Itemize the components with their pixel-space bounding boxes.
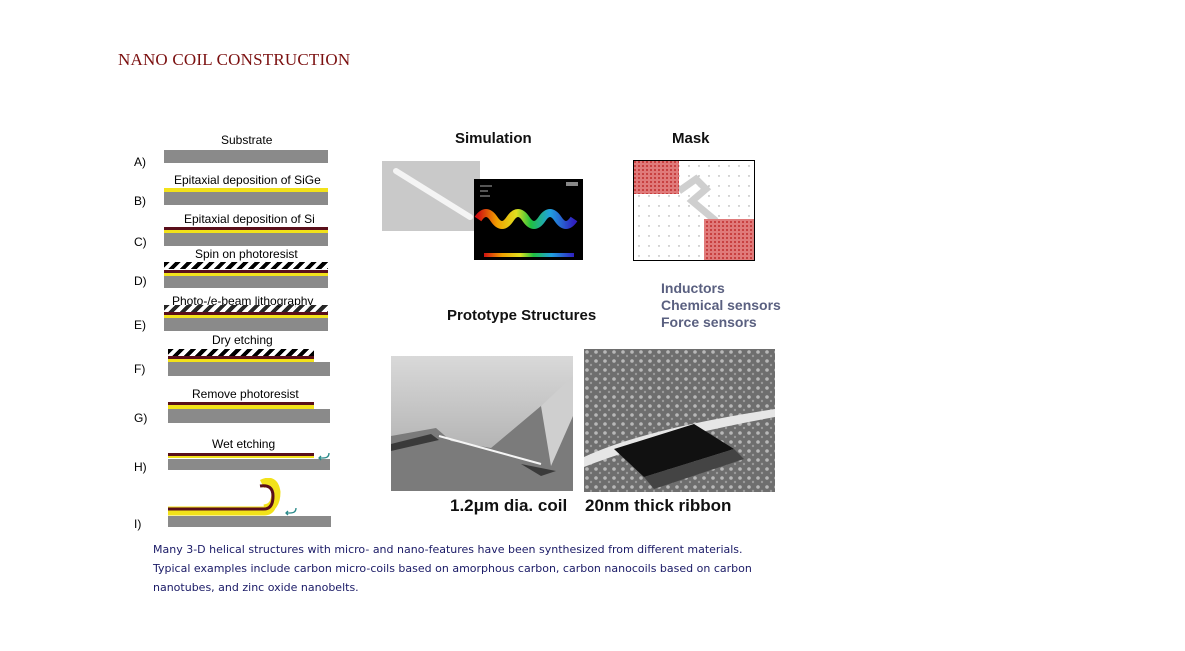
description-line: Typical examples include carbon micro-co…	[153, 562, 752, 575]
page-title: NANO COIL CONSTRUCTION	[118, 50, 351, 69]
released-coil-drawing	[168, 478, 331, 527]
photoresist-layer	[168, 349, 314, 356]
photoresist-layer	[164, 262, 328, 269]
step-b-letter: B)	[134, 194, 146, 208]
sige-layer	[168, 405, 314, 409]
step-c-letter: C)	[134, 235, 147, 249]
sige-layer	[164, 315, 328, 318]
prototype-heading: Prototype Structures	[447, 307, 597, 324]
step-a-label: Substrate	[221, 133, 273, 147]
substrate-layer	[164, 233, 328, 246]
si-layer	[164, 312, 328, 315]
si-layer	[164, 227, 328, 230]
si-layer	[168, 453, 314, 456]
exposed-photoresist-layer	[164, 305, 328, 312]
description-line: Many 3-D helical structures with micro- …	[153, 543, 743, 556]
step-i-letter: I)	[134, 517, 142, 531]
coil-caption: 1.2μm dia. coil	[450, 496, 568, 515]
substrate-layer	[168, 459, 330, 470]
step-h-letter: H)	[134, 460, 147, 474]
sige-layer	[164, 230, 328, 233]
step-a-letter: A)	[134, 155, 146, 169]
sige-layer	[168, 359, 314, 362]
description-line: nanotubes, and zinc oxide nanobelts.	[153, 581, 359, 594]
etchant-arrow-icon	[318, 452, 330, 461]
substrate-layer	[164, 318, 328, 331]
step-g-label: Remove photoresist	[192, 387, 299, 401]
ribbon-sem-image	[584, 349, 775, 492]
step-f-letter: F)	[134, 362, 146, 376]
si-layer	[164, 270, 328, 273]
si-layer	[168, 356, 314, 359]
sige-layer	[168, 456, 314, 458]
simulation-geometry-image	[382, 161, 480, 231]
mask-heading: Mask	[672, 130, 710, 147]
substrate-layer	[168, 409, 330, 423]
step-c-label: Epitaxial deposition of Si	[184, 212, 315, 226]
application-force-sensors: Force sensors	[661, 314, 757, 330]
step-b-label: Epitaxial deposition of SiGe	[174, 173, 321, 187]
description-paragraph: Many 3-D helical structures with micro- …	[153, 540, 753, 597]
step-h-label: Wet etching	[212, 437, 276, 451]
step-e-label: Photo-/e-beam lithography	[172, 294, 314, 308]
simulation-field-image	[474, 179, 583, 260]
substrate-layer	[164, 150, 328, 163]
step-d-letter: D)	[134, 274, 147, 288]
substrate-layer	[164, 192, 328, 205]
application-inductors: Inductors	[661, 280, 725, 296]
coil-sem-image	[391, 356, 573, 491]
sige-layer	[164, 273, 328, 276]
step-g-letter: G)	[134, 411, 148, 425]
mask-layout-image	[633, 160, 755, 261]
substrate-layer	[168, 362, 330, 376]
step-f-label: Dry etching	[212, 333, 273, 347]
si-layer	[168, 402, 314, 405]
substrate-layer	[164, 276, 328, 288]
sige-layer	[164, 188, 328, 192]
application-chemical-sensors: Chemical sensors	[661, 297, 781, 313]
simulation-heading: Simulation	[455, 130, 532, 147]
ribbon-caption: 20nm thick ribbon	[585, 496, 732, 515]
step-d-label: Spin on photoresist	[195, 247, 298, 261]
step-e-letter: E)	[134, 318, 146, 332]
